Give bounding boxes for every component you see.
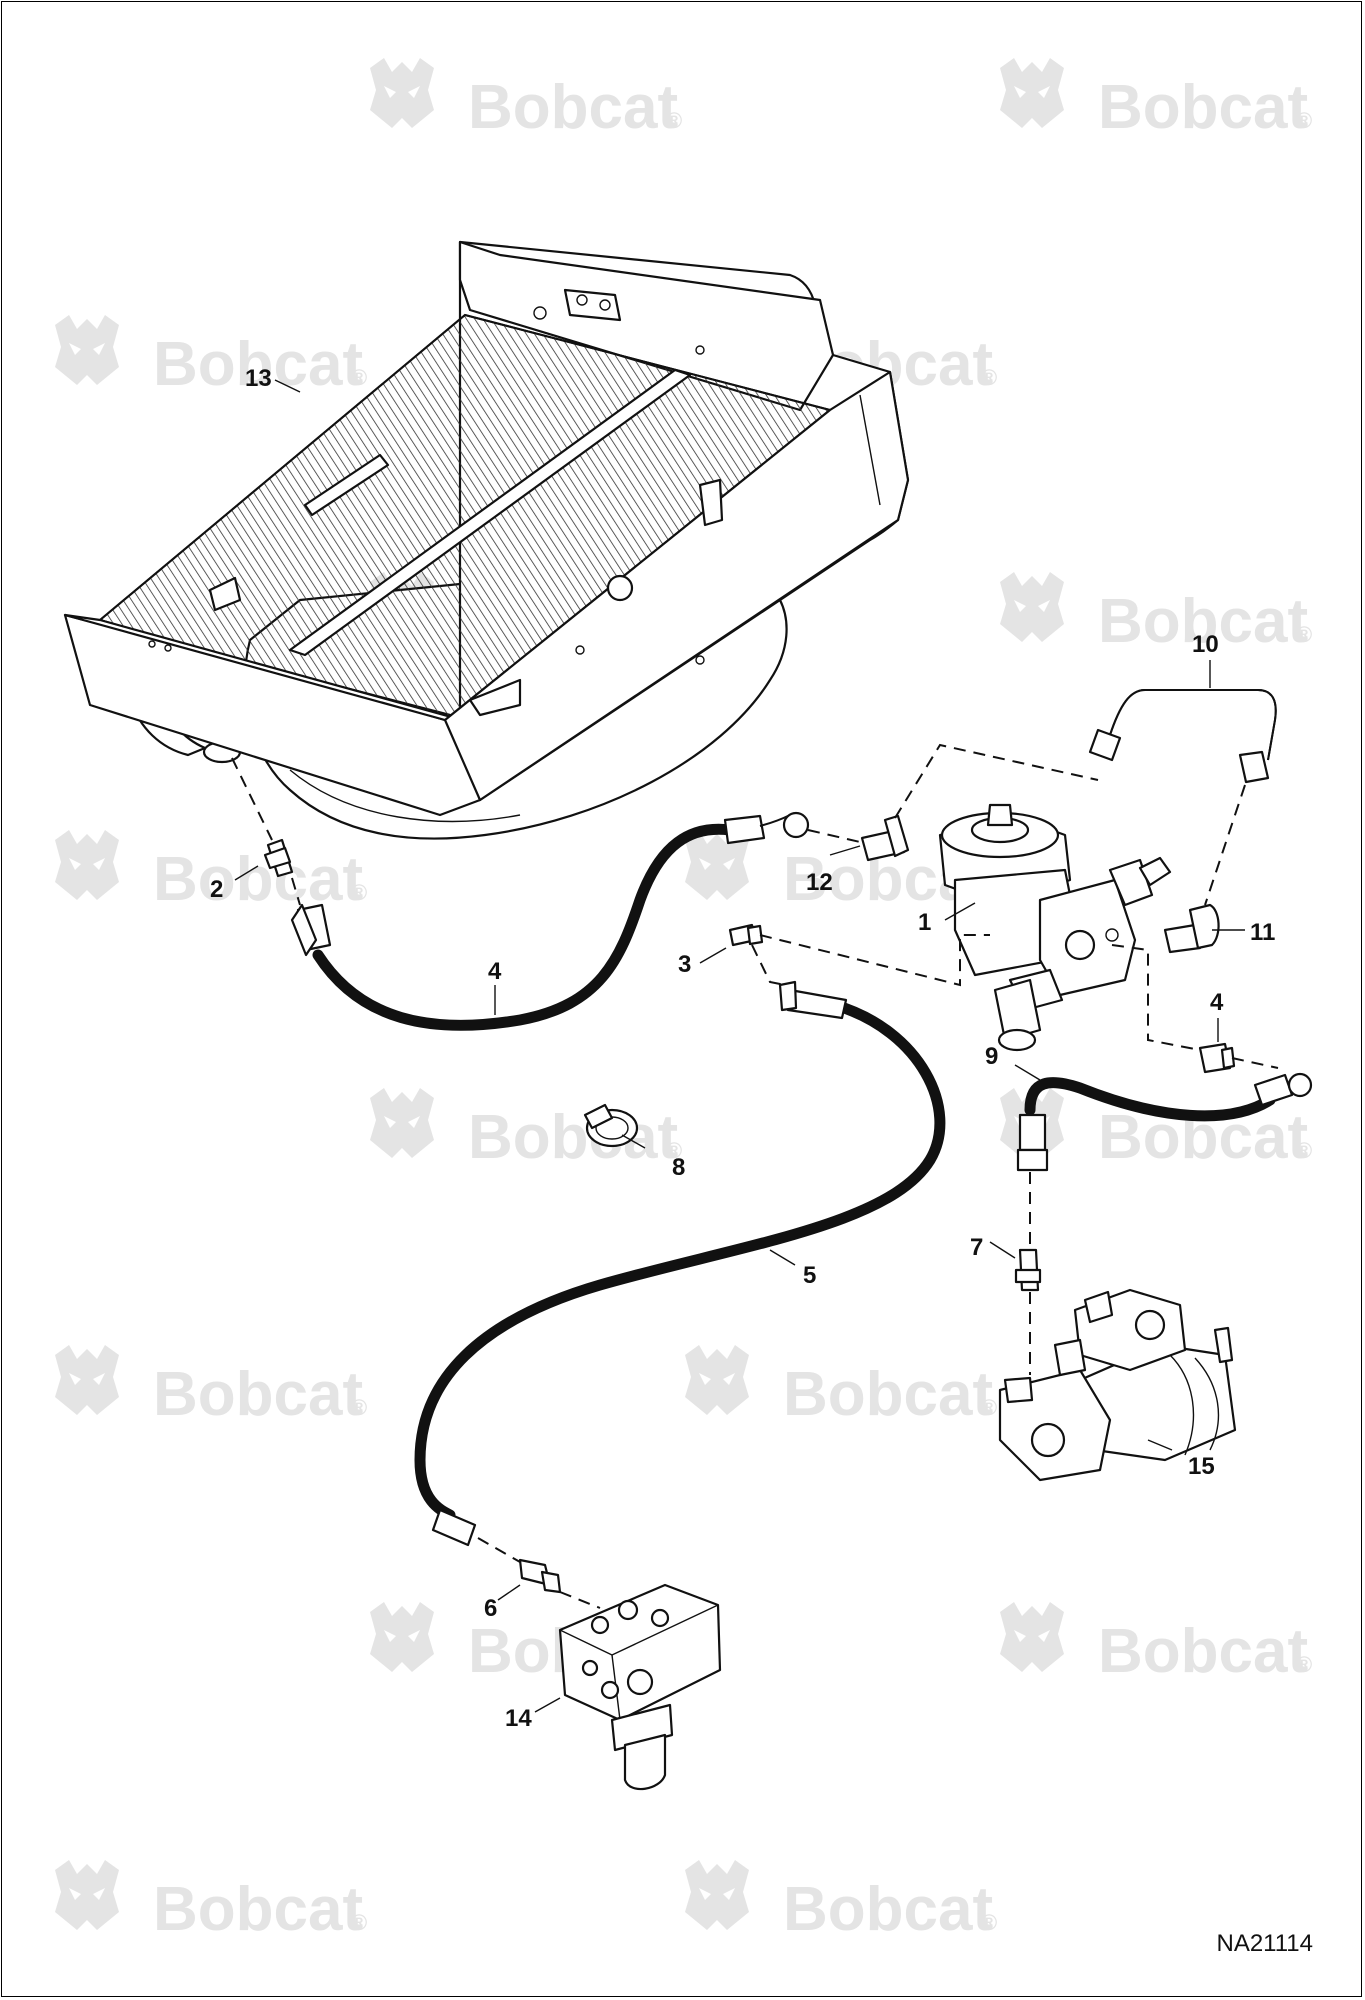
watermark: Bobcat® [55, 830, 367, 914]
svg-text:®: ® [1296, 1138, 1312, 1163]
fitting-7 [1014, 1248, 1042, 1292]
watermark: Bobcat® [55, 1860, 367, 1944]
reference-code: NA21114 [1216, 1930, 1313, 1957]
svg-text:Bobcat: Bobcat [468, 1103, 678, 1172]
connection-lines [231, 743, 1279, 1609]
callout-13: 13 [245, 365, 272, 392]
svg-text:Bobcat: Bobcat [153, 1875, 363, 1944]
svg-text:®: ® [351, 365, 367, 390]
motor [998, 1288, 1237, 1482]
valve-block [558, 1583, 722, 1791]
svg-text:Bobcat: Bobcat [153, 330, 363, 399]
svg-text:®: ® [351, 1910, 367, 1935]
watermark: Bobcat® [370, 1088, 682, 1172]
svg-text:Bobcat: Bobcat [783, 1360, 993, 1429]
svg-text:Bobcat: Bobcat [1098, 1617, 1308, 1686]
watermark: Bobcat® [1000, 572, 1312, 656]
tube-10 [1088, 689, 1277, 784]
callout-4-right: 4 [1210, 989, 1224, 1016]
watermark: Bobcat® [685, 1345, 997, 1429]
callout-1: 1 [918, 909, 931, 936]
svg-text:®: ® [666, 108, 682, 133]
svg-text:®: ® [1296, 622, 1312, 647]
watermark: Bobcat® [55, 1345, 367, 1429]
svg-text:Bobcat: Bobcat [153, 1360, 363, 1429]
leader-lines [234, 379, 1245, 1713]
callout-15: 15 [1188, 1453, 1215, 1480]
svg-text:®: ® [981, 1395, 997, 1420]
callout-4-left: 4 [488, 958, 502, 985]
callout-7: 7 [970, 1234, 983, 1261]
callout-3: 3 [678, 951, 691, 978]
fitting-6 [518, 1558, 562, 1594]
hose-5 [414, 980, 946, 1547]
fitting-2 [263, 838, 294, 878]
fitting-4-right [1198, 1042, 1236, 1074]
svg-text:Bobcat: Bobcat [783, 1875, 993, 1944]
svg-text:®: ® [1296, 1652, 1312, 1677]
watermark: Bobcat® [55, 315, 367, 399]
callouts: 13 2 12 10 11 1 3 4 4 9 8 5 7 15 6 14 [210, 365, 1275, 1732]
svg-text:®: ® [981, 1910, 997, 1935]
watermark: Bobcat® [1000, 58, 1312, 142]
fitting-11 [1163, 903, 1220, 954]
svg-text:®: ® [981, 365, 997, 390]
callout-5: 5 [803, 1262, 816, 1289]
svg-text:®: ® [1296, 108, 1312, 133]
pump-motor-assembly [938, 803, 1172, 1052]
svg-text:®: ® [351, 880, 367, 905]
watermark: Bobcat® [370, 58, 682, 142]
callout-10: 10 [1192, 631, 1219, 658]
callout-11: 11 [1250, 919, 1275, 946]
oil-cooler [63, 240, 910, 840]
callout-8: 8 [672, 1154, 685, 1181]
callout-14: 14 [505, 1705, 532, 1732]
callout-2: 2 [210, 876, 223, 903]
hose-4 [290, 811, 810, 1031]
watermark: Bobcat® [685, 1860, 997, 1944]
svg-text:Bobcat: Bobcat [1098, 73, 1308, 142]
callout-12: 12 [806, 869, 833, 896]
svg-text:®: ® [666, 1138, 682, 1163]
callout-6: 6 [484, 1595, 497, 1622]
fitting-12 [860, 814, 910, 862]
fitting-3 [728, 923, 764, 947]
watermark: Bobcat® [1000, 1602, 1312, 1686]
svg-text:Bobcat: Bobcat [1098, 587, 1308, 656]
svg-text:Bobcat: Bobcat [468, 73, 678, 142]
callout-9: 9 [985, 1043, 998, 1070]
hose-9 [1016, 1072, 1313, 1172]
svg-text:Bobcat: Bobcat [153, 845, 363, 914]
svg-text:®: ® [351, 1395, 367, 1420]
